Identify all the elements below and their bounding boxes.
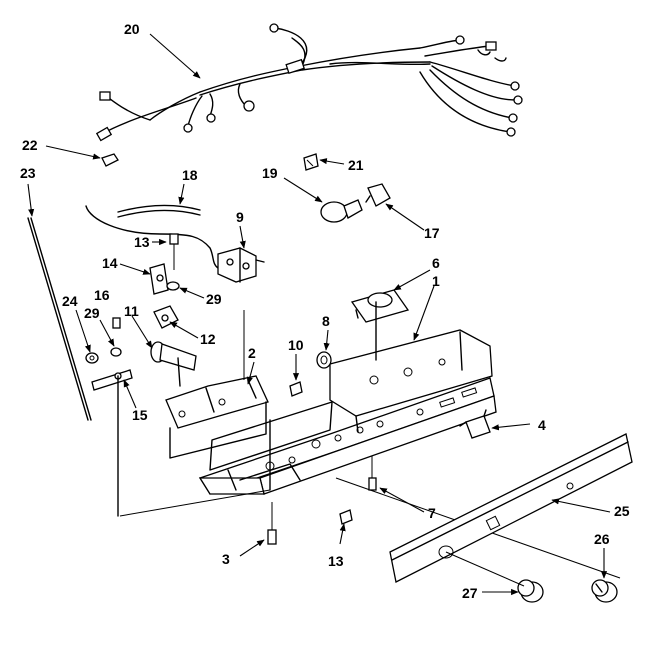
callout-2: 2 — [248, 345, 256, 361]
callout-20: 20 — [124, 21, 140, 37]
callout-14: 14 — [102, 255, 118, 271]
defrost-timer-6 — [350, 289, 410, 361]
callout-3: 3 — [222, 551, 230, 567]
clip-21 — [303, 153, 319, 171]
screw-3 — [267, 502, 277, 545]
callout-25: 25 — [614, 503, 630, 519]
callout-27: 27 — [462, 585, 478, 601]
control-knob-shaft-11 — [150, 341, 197, 387]
washer-29-left — [110, 347, 122, 357]
control-panel-25 — [389, 433, 633, 583]
callout-1: 1 — [432, 273, 440, 289]
callout-24: 24 — [62, 293, 78, 309]
callout-4: 4 — [538, 417, 546, 433]
switch-4 — [459, 409, 491, 439]
callout-18: 18 — [182, 167, 198, 183]
tube-18 — [117, 204, 201, 218]
callout-8: 8 — [322, 313, 330, 329]
callout-13-bottom: 13 — [328, 553, 344, 569]
grommet-8 — [316, 351, 332, 369]
callout-16: 16 — [94, 287, 110, 303]
callout-21: 21 — [348, 157, 364, 173]
callout-29-top: 29 — [206, 291, 222, 307]
lamp-socket-17 — [365, 183, 391, 207]
callout-6: 6 — [432, 255, 440, 271]
screw-7 — [368, 456, 377, 491]
thermostat-9 — [85, 205, 265, 283]
callout-22: 22 — [22, 137, 38, 153]
lever-15 — [91, 369, 133, 517]
callout-10: 10 — [288, 337, 304, 353]
callout-26: 26 — [594, 531, 610, 547]
screw-13-top — [169, 233, 179, 270]
knob-26 — [591, 579, 618, 603]
callout-7: 7 — [428, 505, 436, 521]
wire-harness — [95, 23, 523, 142]
callout-12: 12 — [200, 331, 216, 347]
clip-22 — [101, 153, 119, 167]
capillary-23 — [27, 217, 92, 421]
callout-23: 23 — [20, 165, 36, 181]
fastener-10 — [289, 381, 303, 397]
callout-9: 9 — [236, 209, 244, 225]
callout-11: 11 — [124, 303, 139, 319]
knob-27 — [445, 551, 544, 603]
callout-17: 17 — [424, 225, 440, 241]
screw-16 — [112, 317, 121, 329]
callout-13-top: 13 — [134, 234, 150, 250]
leader-lines — [27, 33, 611, 596]
callout-labels: 20 22 23 18 21 19 17 9 13 14 29 12 11 16… — [20, 21, 630, 601]
callout-19: 19 — [262, 165, 278, 181]
washer-29-top — [166, 281, 180, 291]
screw-13-bottom — [339, 509, 353, 525]
bulb-19 — [320, 199, 363, 223]
control-housing-1 — [119, 329, 621, 579]
callout-15: 15 — [132, 407, 148, 423]
callout-29-left: 29 — [84, 305, 100, 321]
bracket-14 — [149, 263, 169, 295]
washer-24 — [85, 352, 99, 364]
mounting-bracket-2 — [165, 310, 269, 459]
